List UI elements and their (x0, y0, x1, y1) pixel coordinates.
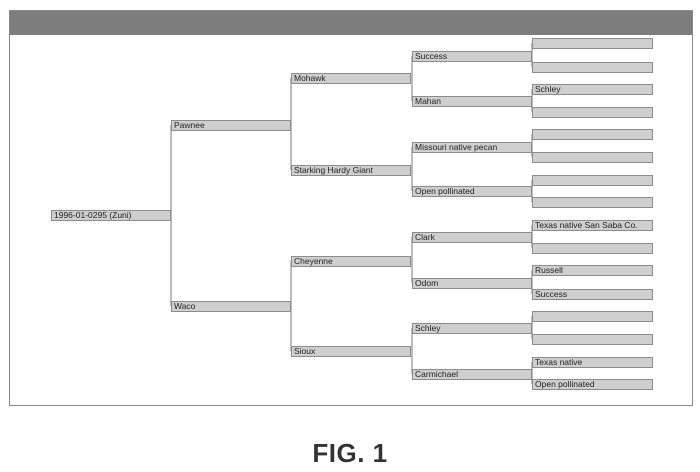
connector-line (411, 146, 413, 192)
great-great-grandparent-node (532, 38, 653, 49)
great-grandparent-node: Odom (412, 278, 532, 289)
connector-line (290, 260, 292, 352)
great-great-grandparent-node (532, 107, 653, 118)
grandparent-node: Cheyenne (291, 256, 411, 267)
great-great-grandparent-node (532, 311, 653, 322)
header-bar (10, 11, 692, 35)
connector-line (290, 77, 292, 171)
connector-line (531, 133, 533, 158)
great-grandparent-node: Mahan (412, 96, 532, 107)
great-great-grandparent-node (532, 175, 653, 186)
great-grandparent-node: Carmichael (412, 369, 532, 380)
connector-line (531, 88, 533, 113)
connector-line (531, 42, 533, 68)
connector-line (170, 124, 172, 307)
parent-node: Waco (171, 301, 291, 312)
great-great-grandparent-node (532, 62, 653, 73)
grandparent-node: Sioux (291, 346, 411, 357)
grandparent-node: Starking Hardy Giant (291, 165, 411, 176)
root-node: 1996-01-0295 (Zuni) (51, 210, 171, 221)
great-great-grandparent-node: Success (532, 289, 653, 300)
great-great-grandparent-node: Texas native San Saba Co. (532, 220, 653, 231)
connector-line (531, 361, 533, 385)
great-great-grandparent-node (532, 243, 653, 254)
connector-line (531, 224, 533, 249)
parent-node: Pawnee (171, 120, 291, 131)
connector-line (531, 315, 533, 340)
great-great-grandparent-node (532, 129, 653, 140)
great-great-grandparent-node: Open pollinated (532, 379, 653, 390)
great-great-grandparent-node (532, 152, 653, 163)
great-grandparent-node: Open pollinated (412, 186, 532, 197)
great-great-grandparent-node: Texas native (532, 357, 653, 368)
connector-line (411, 55, 413, 102)
figure-caption: FIG. 1 (312, 438, 388, 468)
great-great-grandparent-node: Schley (532, 84, 653, 95)
connector-line (411, 236, 413, 284)
connector-line (531, 269, 533, 295)
connector-line (411, 327, 413, 375)
great-great-grandparent-node: Russell (532, 265, 653, 276)
great-grandparent-node: Missouri native pecan (412, 142, 532, 153)
great-grandparent-node: Schley (412, 323, 532, 334)
great-great-grandparent-node (532, 197, 653, 208)
great-great-grandparent-node (532, 334, 653, 345)
connector-line (531, 179, 533, 203)
great-grandparent-node: Clark (412, 232, 532, 243)
grandparent-node: Mohawk (291, 73, 411, 84)
great-grandparent-node: Success (412, 51, 532, 62)
